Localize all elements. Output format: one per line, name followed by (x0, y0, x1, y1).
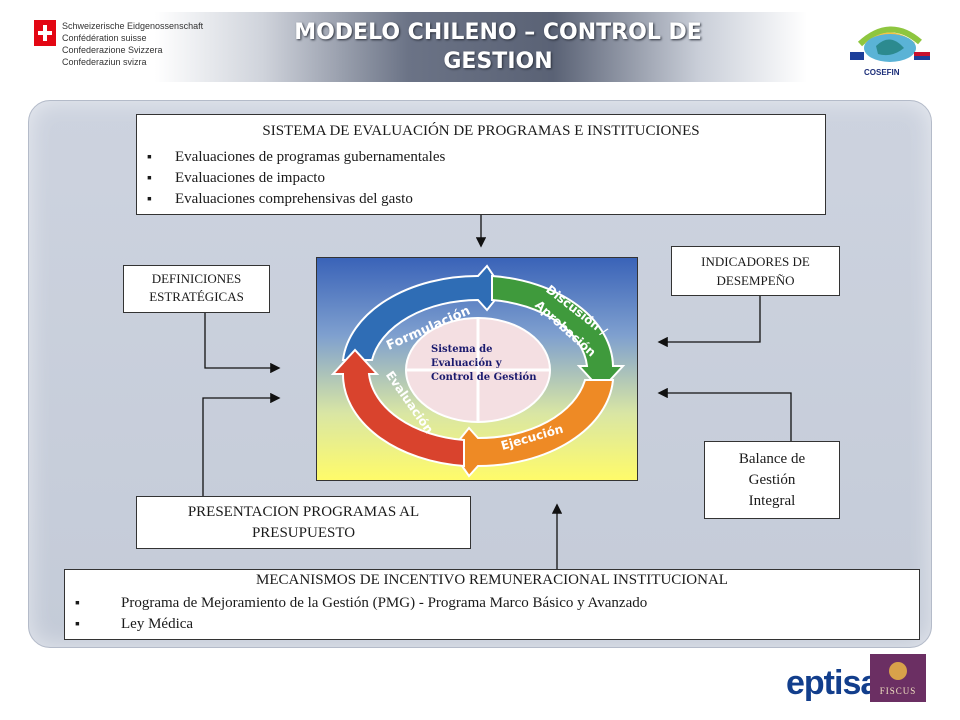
incentive-mechanisms-box: MECANISMOS DE INCENTIVO REMUNERACIONAL I… (64, 569, 920, 640)
fiscus-emblem-icon (889, 662, 907, 680)
swiss-line-4: Confederaziun svizra (62, 57, 147, 67)
evaluation-system-list: Evaluaciones de programas gubernamentale… (147, 147, 445, 210)
stage-evaluacion-arrow (330, 348, 465, 468)
cosefin-label: COSEFIN (864, 68, 900, 77)
arrow-indicators-to-cycle (657, 296, 761, 348)
eptisa-logo: eptisa (786, 664, 879, 702)
budget-presentation-line-2: PRESUPUESTO (251, 525, 356, 541)
evaluation-system-title: SISTEMA DE EVALUACIÓN DE PROGRAMAS E INS… (262, 123, 700, 139)
stage-formulacion-arrow (341, 264, 505, 361)
fiscus-logo: FISCUS (870, 654, 926, 702)
strategic-definitions-box: DEFINICIONES ESTRATÉGICAS (123, 265, 270, 313)
integral-balance-line-2: Gestión (748, 472, 796, 488)
performance-indicators-line-1: INDICADORES DE (701, 254, 810, 269)
strategic-definitions-line-1: DEFINICIONES (151, 271, 242, 286)
budget-presentation-line-1: PRESENTACION PROGRAMAS AL (187, 504, 420, 520)
incentive-mechanisms-title: MECANISMOS DE INCENTIVO REMUNERACIONAL I… (256, 572, 728, 588)
page-title-line-1: MODELO CHILENO – CONTROL DE (294, 20, 702, 45)
swiss-line-3: Confederazione Svizzera (62, 45, 163, 55)
page-title-line-2: GESTION (443, 49, 553, 74)
integral-balance-line-1: Balance de (738, 451, 806, 467)
list-item: Programa de Mejoramiento de la Gestión (… (75, 593, 647, 614)
page-title: MODELO CHILENO – CONTROL DE GESTION (278, 18, 718, 76)
budget-presentation-box: PRESENTACION PROGRAMAS AL PRESUPUESTO (136, 496, 471, 549)
arrow-presentation-to-cycle (202, 392, 281, 496)
cycle-center-line-2: Evaluación y (431, 358, 503, 369)
stage-ejecucion-arrow (449, 379, 615, 478)
performance-indicators-line-2: DESEMPEÑO (716, 273, 795, 288)
incentive-mechanisms-list: Programa de Mejoramiento de la Gestión (… (75, 593, 647, 635)
header-banner: Schweizerische Eidgenossenschaft Confédé… (28, 12, 934, 82)
integral-balance-line-3: Integral (748, 493, 796, 509)
swiss-line-2: Confédération suisse (62, 33, 147, 43)
arrow-balance-to-cycle (657, 387, 792, 441)
cycle-graphic: Formulación Discusión / Aprobación Ejecu… (330, 264, 626, 478)
cycle-center-line-1: Sistema de (431, 344, 493, 355)
strategic-definitions-line-2: ESTRATÉGICAS (149, 289, 244, 304)
evaluation-system-box: SISTEMA DE EVALUACIÓN DE PROGRAMAS E INS… (136, 114, 826, 215)
swiss-line-1: Schweizerische Eidgenossenschaft (62, 21, 204, 31)
list-item: Evaluaciones de programas gubernamentale… (147, 147, 445, 168)
list-item: Evaluaciones de impacto (147, 168, 445, 189)
cycle-center-line-3: Control de Gestión (431, 372, 537, 383)
cosefin-logo (850, 26, 930, 62)
swiss-confederation-text: Schweizerische Eidgenossenschaft Confédé… (62, 20, 203, 68)
fiscus-label: FISCUS (879, 686, 917, 696)
swiss-cross-logo (34, 20, 56, 46)
management-cycle-diagram: Formulación Discusión / Aprobación Ejecu… (316, 257, 638, 481)
list-item: Ley Médica (75, 614, 647, 635)
integral-balance-box: Balance de Gestión Integral (704, 441, 840, 519)
list-item: Evaluaciones comprehensivas del gasto (147, 189, 445, 210)
arrow-definitions-to-cycle (204, 313, 281, 374)
performance-indicators-box: INDICADORES DE DESEMPEÑO (671, 246, 840, 296)
stage-discusion-arrow (491, 274, 626, 392)
